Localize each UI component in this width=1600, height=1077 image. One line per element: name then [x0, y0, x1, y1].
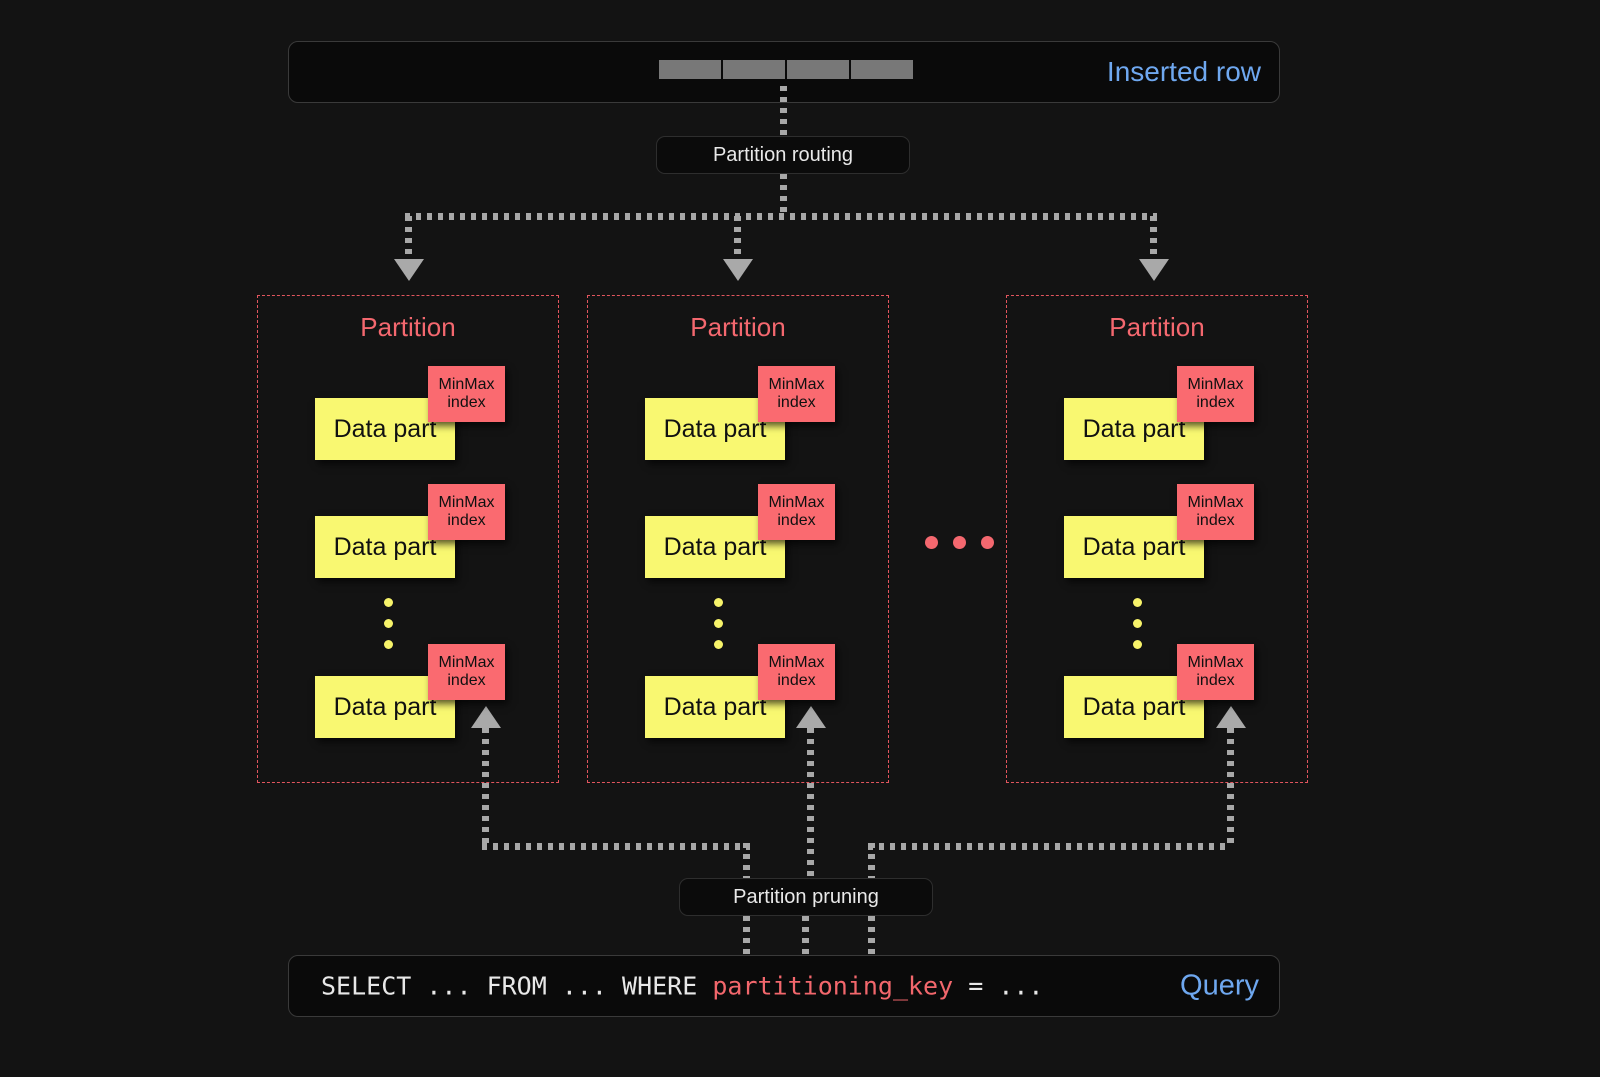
query-bar: SELECT ... FROM ... WHERE partitioning_k… [288, 955, 1280, 1017]
connector-prune-bus-right [868, 843, 1230, 850]
connector-bus-to-partition-3 [1150, 216, 1157, 262]
partition-routing-label: Partition routing [712, 143, 854, 166]
arrow-prune-to-partition-1 [471, 706, 501, 728]
query-partitioning-key: partitioning_key [712, 971, 954, 1001]
arrow-into-partition-1 [394, 259, 424, 281]
data-part: Data part [1064, 676, 1204, 738]
connector-prune-bus-left [482, 843, 750, 850]
data-part: Data part [315, 516, 455, 578]
ellipsis-dot [925, 536, 938, 549]
data-part: Data part [645, 398, 785, 460]
arrow-prune-to-partition-2 [796, 706, 826, 728]
ellipsis-dot [714, 598, 723, 607]
connector-pruning-to-query-left [743, 916, 750, 956]
connector-prune-bus-left-drop [743, 843, 750, 878]
connector-routing-bus [405, 213, 1157, 220]
ellipsis-dot [1133, 619, 1142, 628]
ellipsis-dot [384, 640, 393, 649]
query-label: Query [1180, 969, 1259, 1002]
partition-pruning-label: Partition pruning [733, 885, 879, 908]
connector-prune-partition-2 [807, 728, 814, 878]
ellipsis-dot [714, 619, 723, 628]
partition-routing-box: Partition routing [656, 136, 910, 174]
data-parts-ellipsis [1133, 598, 1142, 649]
row-cell [723, 60, 785, 79]
connector-bus-to-partition-2 [734, 216, 741, 262]
arrow-prune-to-partition-3 [1216, 706, 1246, 728]
connector-pruning-to-query-right [868, 916, 875, 956]
connector-prune-partition-3 [1227, 728, 1234, 846]
row-cell [851, 60, 913, 79]
partition-pruning-box: Partition pruning [679, 878, 933, 916]
data-part: Data part [315, 676, 455, 738]
connector-prune-bus-right-drop [868, 843, 875, 878]
row-cell [659, 60, 721, 79]
ellipsis-dot [1133, 598, 1142, 607]
arrow-into-partition-2 [723, 259, 753, 281]
ellipsis-dot [981, 536, 994, 549]
connector-routing-to-bus [780, 174, 787, 216]
inserted-row-bar: Inserted row [288, 41, 1280, 103]
partition-title: Partition [690, 312, 786, 342]
partitions-ellipsis [925, 536, 994, 549]
data-parts-ellipsis [714, 598, 723, 649]
arrow-into-partition-3 [1139, 259, 1169, 281]
connector-bus-to-partition-1 [405, 216, 412, 262]
inserted-row-cells [659, 60, 913, 79]
inserted-row-label: Inserted row [1106, 56, 1261, 87]
ellipsis-dot [384, 598, 393, 607]
row-cell [787, 60, 849, 79]
data-part: Data part [1064, 398, 1204, 460]
ellipsis-dot [1133, 640, 1142, 649]
query-sql-text: SELECT ... FROM ... WHERE partitioning_k… [321, 972, 1043, 1001]
data-parts-ellipsis [384, 598, 393, 649]
ellipsis-dot [953, 536, 966, 549]
query-suffix: = ... [953, 971, 1044, 1001]
connector-row-to-routing [780, 86, 787, 136]
partition-title: Partition [1109, 312, 1205, 342]
ellipsis-dot [384, 619, 393, 628]
connector-pruning-to-query-center [802, 916, 809, 956]
partition-title: Partition [360, 312, 456, 342]
connector-prune-partition-1 [482, 728, 489, 846]
query-prefix: SELECT ... FROM ... WHERE [321, 971, 713, 1001]
ellipsis-dot [714, 640, 723, 649]
